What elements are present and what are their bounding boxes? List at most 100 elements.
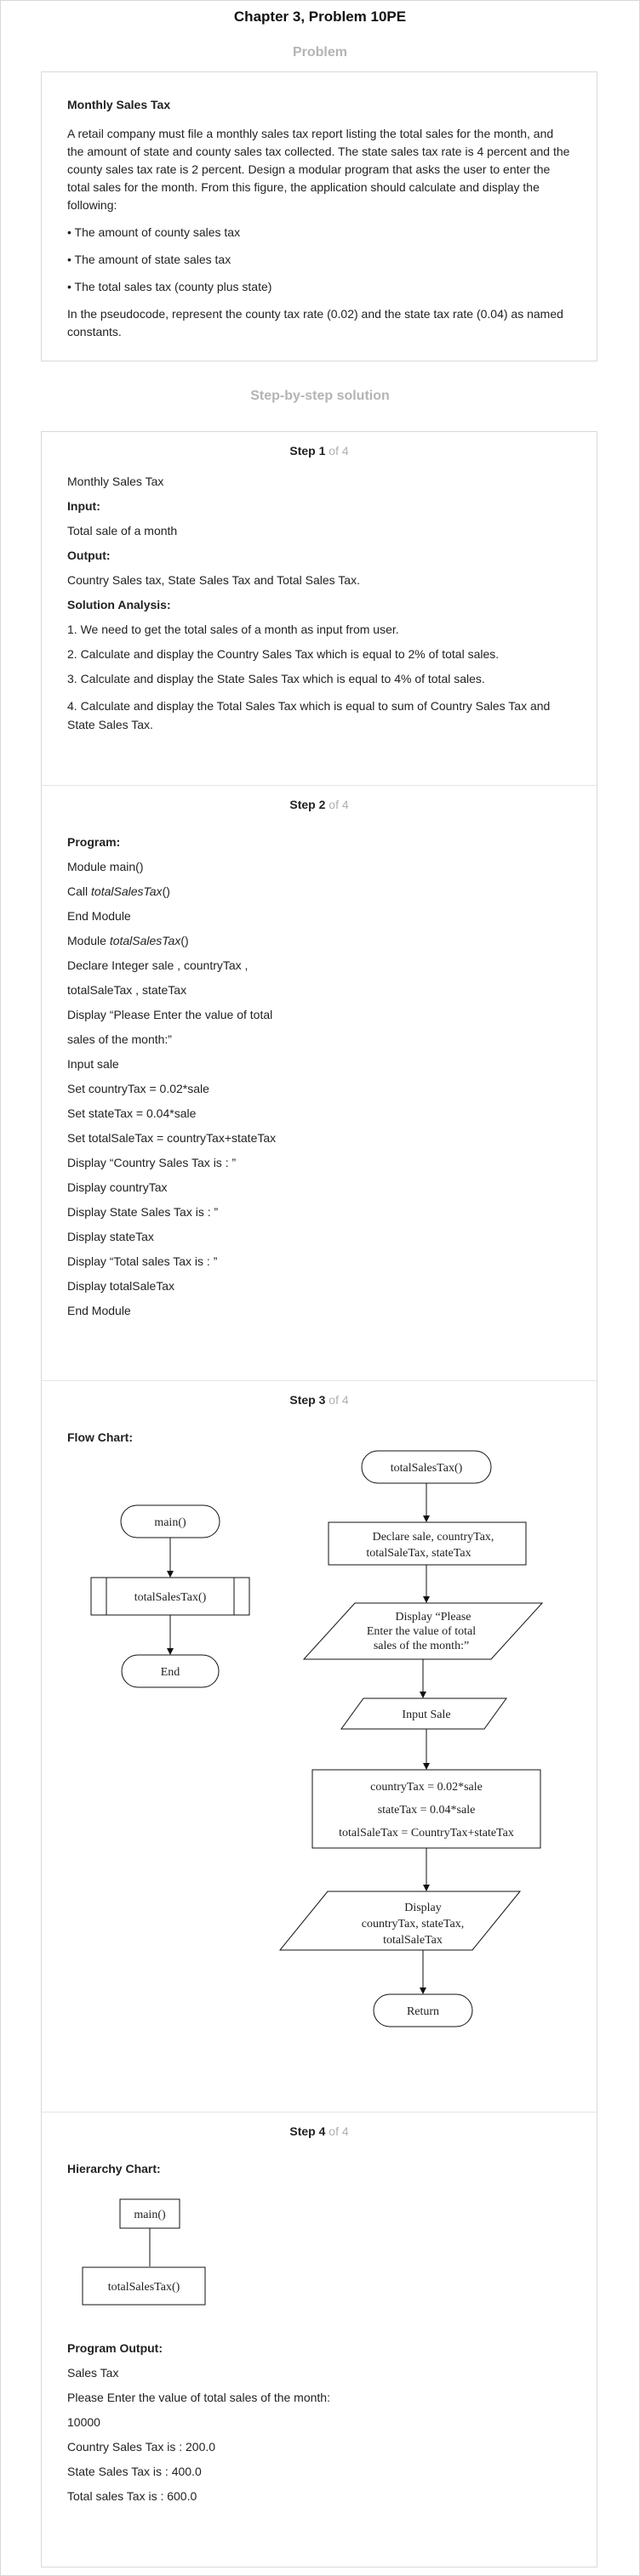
fc-calc-text: stateTax = 0.04*sale [378,1804,476,1817]
problem-heading: Problem [292,45,347,60]
step1-input-label: Input: [67,499,100,513]
code-fn: totalSalesTax [109,934,181,947]
flowchart: main() totalSalesTax() End totalSalesTax… [90,1450,544,2027]
step-number: 2 [318,798,326,811]
step-of: of 4 [329,2124,349,2138]
fc-declare-text: Declare sale, countryTax, [373,1531,494,1544]
step-word: Step [289,444,316,458]
code-line: Display totalSaleTax [67,1279,175,1293]
step-of: of 4 [329,798,349,811]
step-4-title: Step 4 of 4 [67,2124,571,2138]
code-line: Display State Sales Tax is : ” [67,1205,219,1219]
code-text: Module [67,934,110,947]
step-2-title: Step 2 of 4 [67,798,571,811]
display-parallelogram [278,1891,522,1951]
fc-main-text: main() [154,1516,186,1529]
analysis-item: 4. Calculate and display the Total Sales… [67,699,551,731]
code-line: Set stateTax = 0.04*sale [67,1106,197,1120]
fc-display-text: Display [404,1902,442,1914]
step-3-title: Step 3 of 4 [67,1393,571,1407]
problem-text: A retail company must file a monthly sal… [67,127,570,212]
step-1-title: Step 1 of 4 [67,444,571,458]
code-line: Set totalSaleTax = countryTax+stateTax [67,1131,277,1145]
code-line: Display “Total sales Tax is : ” [67,1254,218,1268]
code-line: Display countryTax [67,1180,168,1194]
code-line: Display “Country Sales Tax is : ” [67,1156,237,1169]
code-text: () [162,884,170,898]
step1-output-text: Country Sales tax, State Sales Tax and T… [67,573,360,587]
fc-input-text: Input Sale [402,1709,450,1721]
step-word: Step [289,798,316,811]
fc-declare-text: totalSaleTax, stateTax [366,1547,471,1560]
step-3: Step 3 of 4 Flow Chart: [42,1380,597,2112]
step1-title-line: Monthly Sales Tax [67,475,164,488]
problem-note: In the pseudocode, represent the county … [67,307,563,338]
code-line: Declare Integer sale , countryTax , [67,958,249,972]
step-number: 4 [318,2124,326,2138]
fc-display-text: totalSaleTax [383,1934,443,1947]
hier-main-box [119,2198,180,2229]
code-text: () [180,934,189,947]
code-text: Call [67,884,92,898]
code-line: Display “Please Enter the value of total [67,1008,273,1021]
hierarchy-chart: main() totalSalesTax() [82,2198,206,2306]
page-title: Chapter 3, Problem 10PE [233,9,407,25]
fc-prompt-text: sales of the month:” [374,1640,469,1652]
hier-main-text: main() [134,2209,166,2221]
problem-title: Monthly Sales Tax [67,98,171,111]
analysis-item: 2. Calculate and display the Country Sal… [67,647,500,661]
code-line: End Module [67,909,131,923]
code-line: sales of the month:” [67,1032,172,1046]
step-of: of 4 [329,444,349,458]
flowchart-label: Flow Chart: [67,1430,133,1444]
output-line: Country Sales Tax is : 200.0 [67,2440,216,2454]
problem-bullet-3: • The total sales tax (county plus state… [67,280,272,293]
code-line: Set countryTax = 0.02*sale [67,1082,209,1095]
return-terminal [373,1993,473,2027]
solution-card: Step 1 of 4 Monthly Sales Tax Input: Tot… [41,431,597,2567]
declare-box [328,1521,527,1566]
step1-output-label: Output: [67,549,111,562]
fc-end-text: End [161,1666,180,1679]
step-word: Step [289,1393,316,1407]
code-line: Input sale [67,1057,119,1071]
output-line: 10000 [67,2415,100,2429]
problem-card: Monthly Sales Tax A retail company must … [41,71,597,361]
code-line: Module main() [67,860,144,873]
fc-call-text: totalSalesTax() [134,1591,207,1604]
step1-input-text: Total sale of a month [67,524,178,537]
output-line: State Sales Tax is : 400.0 [67,2465,202,2478]
analysis-item: 3. Calculate and display the State Sales… [67,672,485,685]
code-line: totalSaleTax , stateTax [67,983,187,997]
fc-start-text: totalSalesTax() [391,1462,463,1475]
code-line: End Module [67,1304,131,1317]
prompt-parallelogram [302,1602,544,1660]
hier-child-text: totalSalesTax() [108,2281,180,2294]
output-line: Sales Tax [67,2366,119,2380]
program-label: Program: [67,835,121,849]
input-parallelogram [340,1697,507,1730]
program-output-label: Program Output: [67,2341,163,2355]
fc-display-text: countryTax, stateTax, [362,1918,465,1931]
code-fn: totalSalesTax [91,884,163,898]
hier-child-box [82,2266,206,2306]
step-2: Step 2 of 4 Program: Module main() Call … [42,785,597,1380]
fc-prompt-text: Display “Please [395,1611,471,1624]
step1-analysis-label: Solution Analysis: [67,598,171,611]
output-line: Please Enter the value of total sales of… [67,2391,330,2404]
solution-heading: Step-by-step solution [250,389,390,403]
step-1: Step 1 of 4 Monthly Sales Tax Input: Tot… [42,432,597,785]
code-line: Call totalSalesTax() [67,879,571,904]
fc-calc-text: totalSaleTax = CountryTax+stateTax [339,1827,514,1840]
step-number: 3 [318,1393,326,1407]
output-line: Total sales Tax is : 600.0 [67,2489,197,2503]
problem-bullet-2: • The amount of state sales tax [67,253,231,266]
fc-prompt-text: Enter the value of total [367,1625,476,1638]
calc-box [311,1769,541,1849]
step-number: 1 [318,444,326,458]
step-word: Step [289,2124,316,2138]
fc-return-text: Return [407,2005,439,2018]
hierarchy-label: Hierarchy Chart: [67,2162,161,2175]
step-4: Step 4 of 4 Hierarchy Chart: main() tota… [42,2112,597,2568]
fc-calc-text: countryTax = 0.02*sale [370,1781,483,1794]
